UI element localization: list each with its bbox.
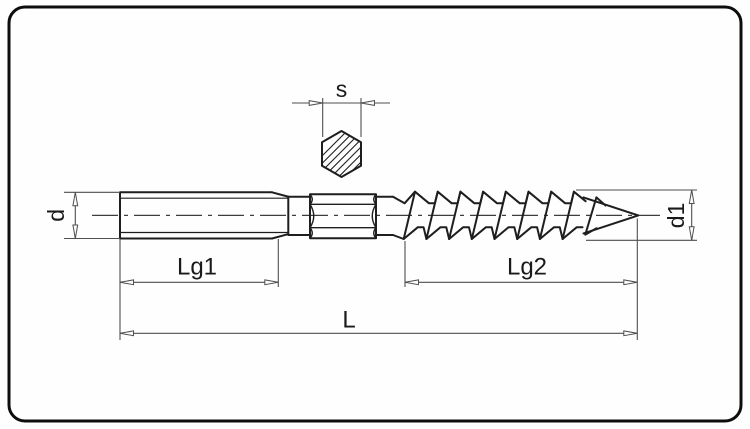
dim-lg1: Lg1	[119, 239, 279, 340]
screw-tip	[582, 196, 640, 236]
arrow-icon	[119, 330, 134, 337]
dim-d: d	[43, 191, 120, 240]
hexagon-outline	[321, 130, 362, 178]
thread-bottom-profile	[392, 226, 584, 240]
arrow-icon	[72, 191, 79, 207]
thread-flank-lines	[402, 190, 598, 240]
s-label: s	[336, 76, 348, 102]
lg1-label: Lg1	[177, 254, 217, 281]
hex-hatching	[322, 131, 361, 177]
bolt-side-view	[92, 190, 660, 240]
arrow-icon	[308, 100, 324, 106]
arrow-icon	[404, 279, 419, 286]
arrow-icon	[688, 226, 695, 241]
neck-left	[287, 195, 311, 236]
image-border-frame	[7, 5, 743, 423]
d1-label: d1	[663, 203, 689, 229]
dim-s: s	[292, 76, 390, 137]
arrow-icon	[119, 279, 134, 286]
arrow-icon	[623, 330, 638, 337]
arrow-icon	[688, 189, 695, 204]
dim-lg2: Lg2	[404, 218, 638, 340]
dim-d1: d1	[576, 189, 697, 241]
thread-top-profile	[392, 190, 587, 205]
l-label: L	[342, 307, 355, 334]
hex-drive-section	[309, 193, 377, 240]
wood-thread-section	[392, 190, 598, 240]
arrow-icon	[72, 224, 79, 239]
dim-l: L	[119, 307, 638, 337]
neck-right	[375, 195, 394, 236]
lg2-label: Lg2	[507, 254, 547, 281]
hex-cross-section-view	[321, 130, 362, 178]
arrow-icon	[623, 279, 638, 286]
d-label: d	[43, 209, 69, 222]
machine-thread-section	[119, 191, 290, 240]
arrow-icon	[360, 100, 375, 106]
arrow-icon	[264, 279, 279, 286]
